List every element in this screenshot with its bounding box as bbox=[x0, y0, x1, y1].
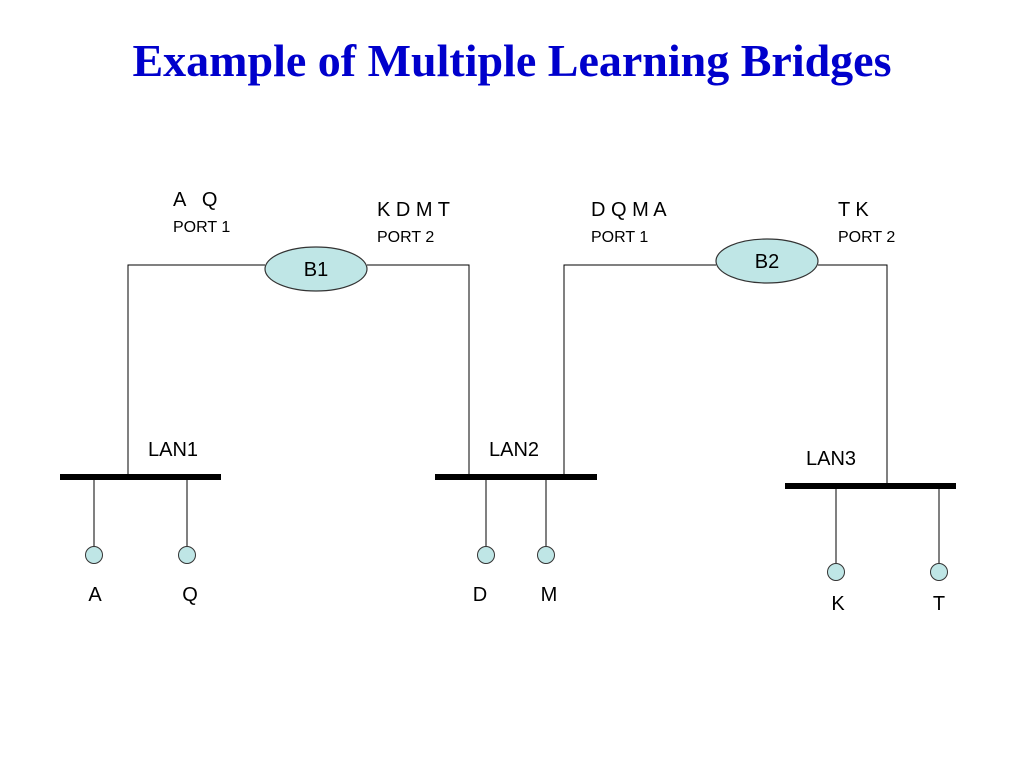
host-m-node bbox=[537, 546, 555, 564]
b1-port1-label: PORT 1 bbox=[173, 219, 230, 236]
b1-port2-link bbox=[367, 264, 470, 477]
host-k-node bbox=[827, 563, 845, 581]
bridge-b1-node bbox=[264, 246, 368, 292]
b1-port2-learned: K D M T bbox=[377, 199, 450, 221]
lan1-label: LAN1 bbox=[148, 439, 198, 461]
lan2-label: LAN2 bbox=[489, 439, 539, 461]
host-a-label: A bbox=[88, 584, 102, 606]
host-t-label: T bbox=[933, 593, 945, 615]
host-d-node bbox=[477, 546, 495, 564]
b2-port2-learned: T K bbox=[838, 199, 869, 221]
bridge-b2-node bbox=[715, 238, 819, 284]
bridge-b1-label: B1 bbox=[304, 259, 328, 281]
host-m-label: M bbox=[541, 584, 558, 606]
host-d-label: D bbox=[473, 584, 487, 606]
b2-port2-label: PORT 2 bbox=[838, 229, 895, 246]
bridge-b2-label: B2 bbox=[755, 251, 779, 273]
host-q-node bbox=[178, 546, 196, 564]
host-a-node bbox=[85, 546, 103, 564]
b2-port2-link bbox=[818, 264, 888, 486]
lan3-label: LAN3 bbox=[806, 448, 856, 470]
b1-port1-learned: A Q bbox=[173, 189, 217, 211]
page-title: Example of Multiple Learning Bridges bbox=[132, 35, 892, 86]
host-k-label: K bbox=[831, 593, 845, 615]
b1-port2-label: PORT 2 bbox=[377, 229, 434, 246]
b1-port1-link bbox=[127, 264, 265, 477]
host-t-node bbox=[930, 563, 948, 581]
b2-port1-learned: D Q M A bbox=[591, 199, 667, 221]
host-q-label: Q bbox=[182, 584, 198, 606]
b2-port1-label: PORT 1 bbox=[591, 229, 648, 246]
b2-port1-link bbox=[563, 264, 716, 477]
